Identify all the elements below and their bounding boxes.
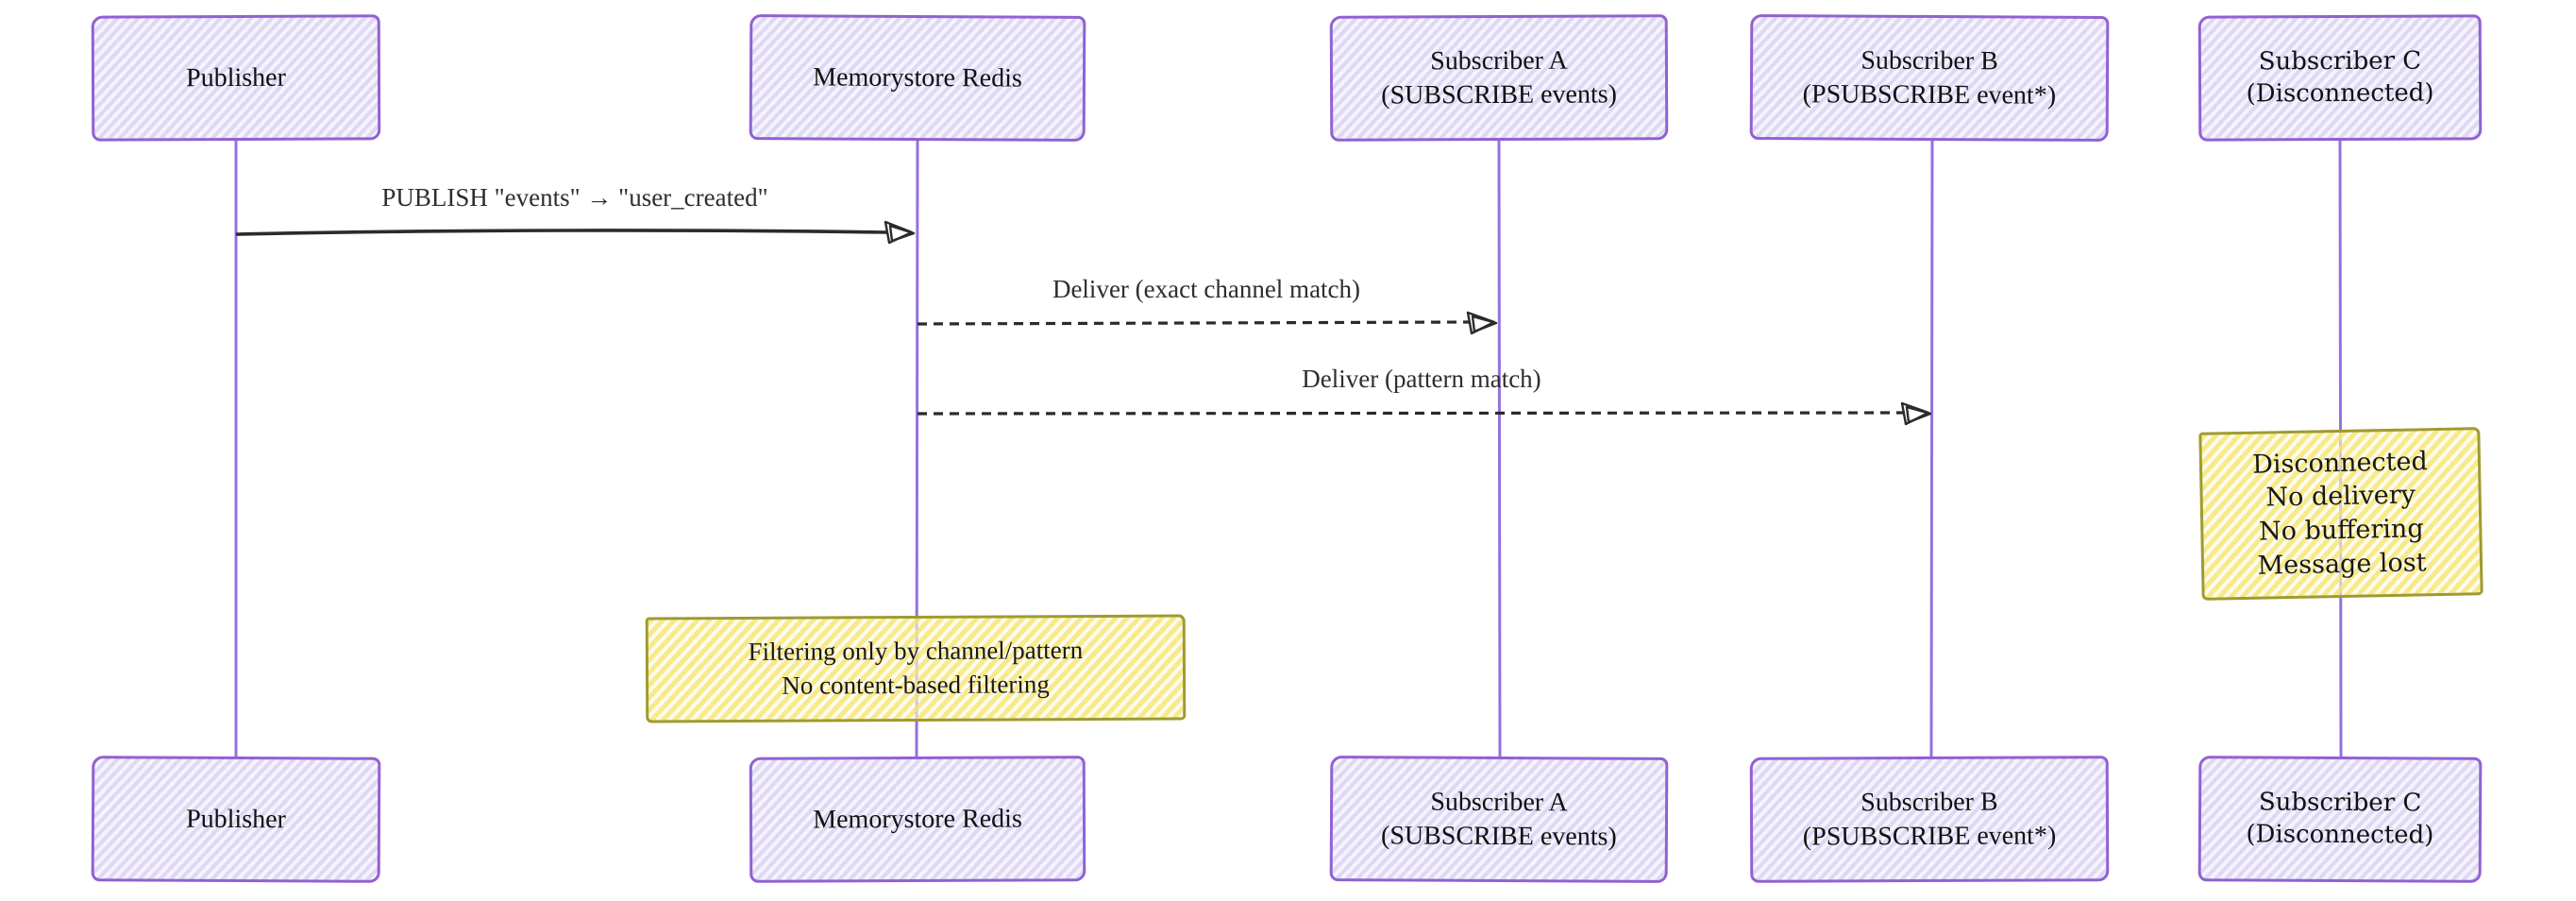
note-line: No delivery xyxy=(2265,480,2416,513)
actor-box-subscriber-c-top: Subscriber C (Disconnected) xyxy=(2197,14,2483,142)
arrowhead-deliver-pattern xyxy=(1900,401,1932,426)
actor-box-redis-bottom: Memorystore Redis xyxy=(749,756,1086,883)
message-label-publish: PUBLISH "events" → "user_created" xyxy=(381,183,768,212)
lifeline-subscriber-a xyxy=(1497,139,1502,758)
note-line: Message lost xyxy=(2257,547,2427,581)
arrowhead-deliver-exact xyxy=(1466,311,1498,335)
actor-label: (PSUBSCRIBE event*) xyxy=(1802,820,2057,852)
message-arrow-deliver-exact xyxy=(917,320,1470,326)
actor-box-subscriber-a-bottom: Subscriber A (SUBSCRIBE events) xyxy=(1329,756,1669,883)
message-arrow-deliver-pattern xyxy=(917,411,1904,416)
note-line: No buffering xyxy=(2258,514,2424,547)
message-label-deliver-exact: Deliver (exact channel match) xyxy=(1052,275,1361,303)
arrowhead-publish xyxy=(884,220,916,245)
actor-box-subscriber-a-top: Subscriber A (SUBSCRIBE events) xyxy=(1329,14,1669,142)
actor-label: Subscriber C xyxy=(2258,788,2422,818)
actor-label: Subscriber A xyxy=(1430,787,1568,818)
actor-label: Memorystore Redis xyxy=(813,804,1022,835)
note-line: No content-based filtering xyxy=(782,670,1050,700)
actor-box-publisher-top: Publisher xyxy=(91,14,381,142)
actor-label: (Disconnected) xyxy=(2246,819,2434,850)
actor-label: (PSUBSCRIBE event*) xyxy=(1802,78,2057,110)
actor-label: Subscriber C xyxy=(2258,46,2422,76)
actor-label: (SUBSCRIBE events) xyxy=(1381,78,1617,110)
actor-box-subscriber-c-bottom: Subscriber C (Disconnected) xyxy=(2197,756,2483,883)
note-redis-filtering: Filtering only by channel/pattern No con… xyxy=(645,614,1187,723)
actor-label: Memorystore Redis xyxy=(813,61,1022,94)
note-line: Disconnected xyxy=(2251,446,2428,480)
message-label-deliver-pattern: Deliver (pattern match) xyxy=(1302,365,1541,393)
message-arrow-publish xyxy=(235,229,888,236)
actor-box-subscriber-b-top: Subscriber B (PSUBSCRIBE event*) xyxy=(1749,14,2110,142)
lifeline-subscriber-b xyxy=(1929,139,1934,758)
actor-box-redis-top: Memorystore Redis xyxy=(749,14,1086,142)
actor-box-subscriber-b-bottom: Subscriber B (PSUBSCRIBE event*) xyxy=(1749,756,2110,883)
actor-label: Subscriber B xyxy=(1860,787,1998,817)
actor-label: Publisher xyxy=(186,62,286,93)
actor-label: Publisher xyxy=(186,804,286,834)
actor-label: (Disconnected) xyxy=(2246,78,2434,108)
note-line: Filtering only by channel/pattern xyxy=(748,636,1084,667)
actor-label: Subscriber A xyxy=(1430,45,1568,76)
actor-label: (SUBSCRIBE events) xyxy=(1380,820,1617,852)
note-subscriber-c: Disconnected No delivery No buffering Me… xyxy=(2198,427,2483,601)
actor-label: Subscriber B xyxy=(1860,45,1998,76)
actor-box-publisher-bottom: Publisher xyxy=(91,756,381,883)
